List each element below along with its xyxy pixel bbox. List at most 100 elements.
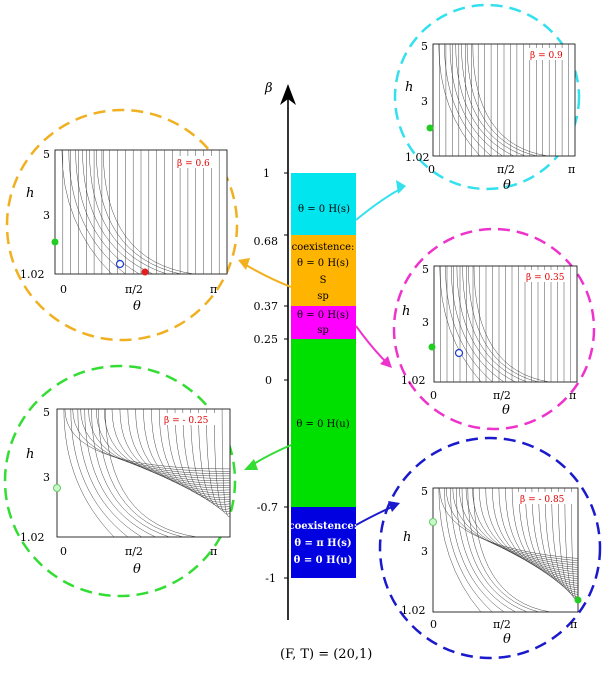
beta-axis-arrowhead (280, 84, 296, 105)
inset-green-beta: β = - 0.25 (164, 416, 209, 426)
inset-blue: β = - 0.85 5 3 1.02 h 0 π/2 π θ (378, 436, 602, 660)
streamline-path (438, 487, 579, 613)
tick-label-0: 0 (265, 374, 272, 387)
inset-orange: β = 0.6 5 3 1.02 h 0 π/2 π θ (5, 108, 239, 342)
tick-label-m1: -1 (265, 572, 276, 585)
inset-blue-ytick-5: 5 (421, 485, 428, 498)
inset-green-xtick-pi2: π/2 (125, 545, 143, 558)
beta-axis-label: β (264, 81, 273, 96)
band-cyan (291, 173, 356, 235)
streamline-path (439, 265, 571, 383)
band-blue-line1: coexistence: (289, 521, 358, 532)
inset-cyan-ytick-102: 1.02 (405, 151, 430, 164)
streamline-path (61, 149, 220, 275)
inset-green-xtick-0: 0 (60, 545, 67, 558)
arrow-cyan (355, 187, 403, 221)
inset-orange-ytick-102: 1.02 (20, 268, 45, 281)
inset-cyan-streamlines (438, 43, 569, 157)
inset-orange-xtick-pi: π (210, 283, 217, 296)
band-blue (291, 507, 356, 578)
inset-blue-streamlines (438, 487, 579, 613)
inset-blue-xlabel: θ (503, 632, 511, 647)
inset-orange-beta: β = 0.6 (177, 159, 210, 169)
inset-cyan-xlabel: θ (503, 178, 511, 193)
tick-label-0.37: 0.37 (254, 300, 279, 313)
inset-blue-xtick-pi: π (570, 618, 577, 631)
inset-cyan-xtick-pi: π (568, 163, 575, 176)
band-cyan-label: θ = 0 H(s) (298, 204, 350, 215)
inset-magenta-ylabel: h (402, 304, 410, 319)
band-magenta-line1: θ = 0 H(s) (297, 310, 349, 321)
inset-magenta-xtick-0: 0 (430, 389, 437, 402)
inset-orange-circle (5, 108, 239, 342)
inset-orange-ytick-5: 5 (43, 148, 50, 161)
inset-blue-xtick-pi2: π/2 (493, 618, 511, 631)
inset-orange-xlabel: θ (133, 299, 141, 314)
inset-green-circle (3, 364, 237, 598)
inset-magenta-xlabel: θ (502, 403, 510, 418)
inset-cyan-ylabel: h (405, 80, 413, 95)
band-orange (291, 235, 356, 306)
inset-orange-streamlines (61, 149, 220, 275)
inset-cyan: β = 0.9 5 3 1.02 h 0 π/2 π θ (393, 3, 581, 193)
band-green (291, 339, 356, 507)
arrow-orange (245, 264, 292, 288)
inset-magenta: β = 0.35 5 3 1.02 h 0 π/2 π θ (392, 227, 596, 431)
inset-cyan-point-green (426, 124, 434, 132)
inset-green-plot (56, 408, 231, 538)
inset-magenta-beta: β = 0.35 (526, 273, 565, 283)
inset-cyan-xtick-0: 0 (428, 163, 435, 176)
inset-blue-ytick-102: 1.02 (401, 604, 426, 617)
arrow-blue (355, 506, 393, 526)
inset-cyan-ytick-3: 3 (421, 95, 428, 108)
inset-green: β = - 0.25 5 3 1.02 h 0 π/2 π θ (3, 364, 237, 598)
connector-arrows (238, 180, 406, 526)
inset-orange-xtick-pi2: π/2 (125, 283, 143, 296)
inset-magenta-point-open (454, 348, 464, 358)
inset-cyan-circle (393, 3, 581, 191)
inset-orange-point-red (141, 268, 149, 276)
inset-green-ytick-5: 5 (43, 406, 50, 419)
inset-green-point-lightgreen (53, 484, 61, 492)
footer-parameters: (F, T) = (20,1) (280, 647, 372, 662)
band-blue-line3: θ = 0 H(u) (294, 555, 353, 566)
streamline-path (438, 43, 569, 157)
inset-orange-point-green (51, 238, 59, 246)
inset-green-ytick-3: 3 (43, 471, 50, 484)
inset-magenta-xtick-pi: π (569, 389, 576, 402)
tick-label-0.25: 0.25 (254, 333, 279, 346)
inset-green-xtick-pi: π (210, 545, 217, 558)
inset-magenta-ytick-102: 1.02 (401, 374, 426, 387)
band-orange-line3: S (320, 275, 327, 286)
inset-blue-ytick-3: 3 (421, 545, 428, 558)
band-orange-line2: θ = 0 H(s) (297, 258, 349, 269)
tick-label-m0.7: -0.7 (257, 501, 278, 514)
beta-axis-group: β 1 0.68 0.37 0.25 0 -0.7 -1 θ = 0 H(s) … (254, 81, 373, 662)
inset-blue-circle (378, 436, 602, 660)
inset-orange-ytick-3: 3 (43, 209, 50, 222)
inset-cyan-xtick-pi2: π/2 (497, 163, 515, 176)
band-orange-line4: sp (317, 291, 329, 302)
tick-label-1: 1 (263, 167, 270, 180)
inset-green-streamlines (63, 408, 231, 538)
beta-ticks: 1 0.68 0.37 0.25 0 -0.7 -1 (254, 167, 288, 585)
inset-magenta-ytick-5: 5 (422, 263, 429, 276)
inset-magenta-circle (392, 227, 596, 431)
band-blue-line2: θ = π H(s) (294, 538, 351, 549)
inset-cyan-ytick-5: 5 (421, 40, 428, 53)
inset-magenta-xtick-pi2: π/2 (493, 389, 511, 402)
inset-cyan-beta: β = 0.9 (530, 51, 563, 61)
tick-label-0.68: 0.68 (254, 235, 279, 248)
arrow-magenta (355, 325, 387, 363)
band-magenta-line2: sp (317, 325, 329, 336)
inset-green-ytick-102: 1.02 (20, 531, 45, 544)
inset-green-xlabel: θ (133, 562, 141, 577)
inset-orange-point-open (115, 259, 125, 269)
inset-magenta-ytick-3: 3 (422, 316, 429, 329)
streamline-path (63, 408, 231, 538)
band-green-label: θ = 0 H(u) (296, 419, 349, 430)
inset-magenta-streamlines (439, 265, 571, 383)
band-orange-line1: coexistence: (292, 242, 355, 253)
inset-green-ylabel: h (26, 447, 34, 462)
